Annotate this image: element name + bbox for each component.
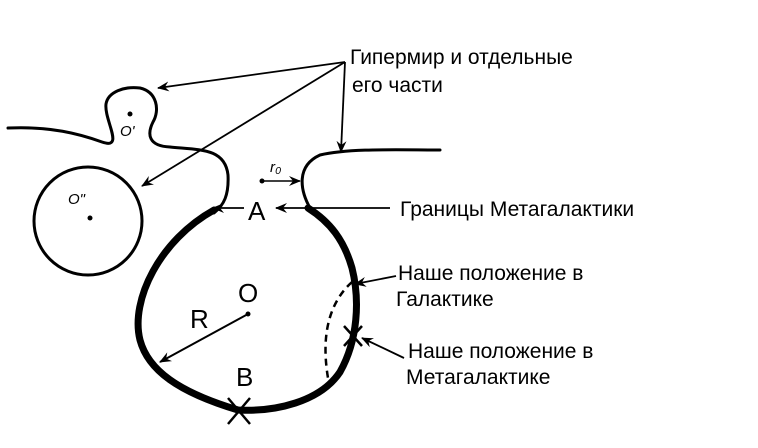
- annotation-galaxy-1: Наше положение в: [398, 262, 583, 285]
- radius-arrow: [159, 313, 249, 363]
- annotation-metagalaxy-2: Метагалактике: [406, 366, 550, 389]
- metagalaxy-boundary: [134, 204, 360, 414]
- metagalaxy-arrow: [361, 337, 405, 359]
- annotation-galaxy-2: Галактике: [396, 288, 494, 311]
- r0-dot: [259, 178, 265, 184]
- galaxy-dashed-curve: [324, 281, 353, 379]
- label-o2: O": [68, 191, 86, 208]
- sphere-o2: [32, 165, 144, 277]
- hyperworld-outline: [6, 86, 230, 215]
- x-marker-b: [227, 397, 251, 425]
- label-o1: O': [120, 123, 136, 140]
- label-a: A: [248, 196, 266, 226]
- hyperworld-outline-right: [300, 148, 442, 210]
- center-o2-dot: [87, 215, 93, 221]
- hyperworld-arrows: [141, 61, 347, 187]
- center-o-dot: [245, 311, 251, 317]
- label-r: R: [190, 304, 209, 334]
- label-b: B: [236, 362, 253, 392]
- galaxy-arrow: [354, 275, 397, 287]
- annotation-boundary: Границы Метагалактики: [400, 198, 634, 221]
- annotation-metagalaxy-1: Наше положение в: [408, 340, 593, 363]
- annotation-hyperworld-1: Гипермир и отдельные: [350, 46, 573, 69]
- label-o: O: [238, 278, 258, 308]
- center-o1-dot: [127, 111, 133, 117]
- annotation-hyperworld-2: его части: [352, 74, 443, 97]
- label-r0: r₀: [270, 159, 281, 176]
- x-marker-metagalaxy: [343, 325, 363, 347]
